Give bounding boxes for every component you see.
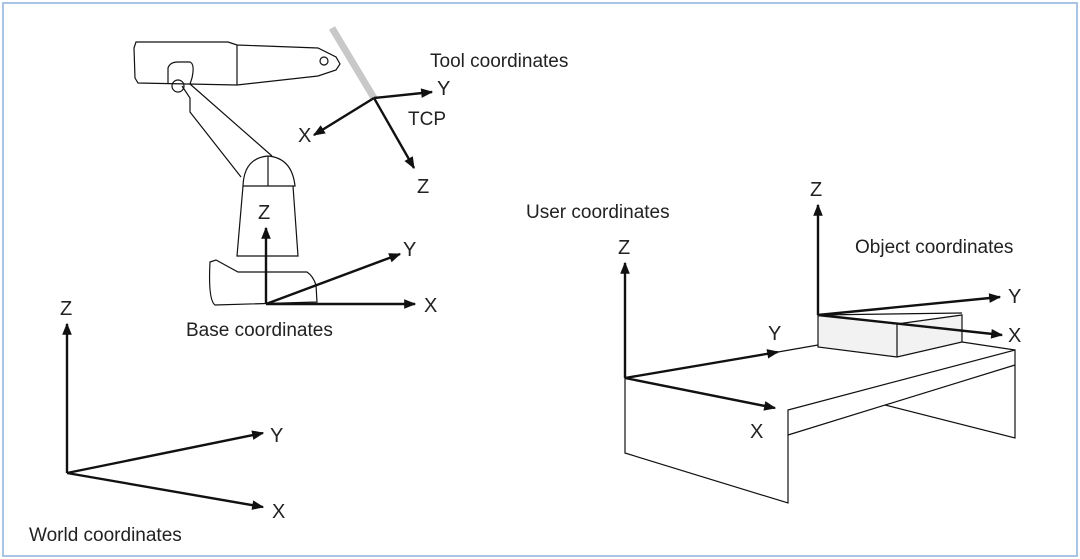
base-y-label: Y	[403, 239, 416, 261]
robot-illustration	[133, 26, 378, 306]
user-y-label: Y	[768, 323, 781, 345]
object-frame: Z Object coordinates Y X	[810, 179, 1021, 347]
object-block	[817, 314, 963, 358]
tool-y-label: Y	[437, 78, 450, 100]
tool-z-label: Z	[417, 176, 429, 198]
tool-frame: Tool coordinates Y TCP X Z	[298, 51, 568, 198]
object-y-label: Y	[1008, 286, 1021, 308]
user-z-label: Z	[618, 237, 630, 259]
user-y-axis	[624, 349, 780, 380]
object-x-label: X	[1008, 325, 1021, 347]
tool-stick	[328, 26, 378, 100]
tcp-label: TCP	[408, 109, 446, 130]
world-x-label: X	[272, 501, 285, 523]
tool-y-axis	[373, 88, 434, 100]
object-y-axis	[817, 293, 1002, 317]
world-frame-label: World coordinates	[29, 525, 182, 546]
base-z-label: Z	[258, 202, 270, 224]
base-x-label: X	[424, 295, 437, 317]
table-illustration	[624, 312, 1016, 504]
user-x-label: X	[750, 421, 763, 443]
object-frame-label: Object coordinates	[855, 237, 1013, 258]
world-x-axis	[66, 471, 265, 510]
tool-z-axis	[372, 97, 416, 170]
user-x-axis	[624, 376, 777, 411]
tool-x-axis	[312, 96, 375, 137]
object-z-label: Z	[810, 179, 822, 201]
user-frame: User coordinates Z Y X	[526, 202, 781, 443]
world-frame: Z Y X World coordinates	[29, 298, 285, 546]
user-frame-label: User coordinates	[526, 202, 670, 223]
world-z-label: Z	[60, 298, 72, 320]
base-y-axis	[265, 252, 402, 306]
tool-x-label: X	[298, 125, 311, 147]
base-frame: Z Y X Base coordinates	[186, 202, 437, 341]
object-x-axis	[817, 313, 1004, 339]
world-y-axis	[66, 430, 265, 475]
world-y-label: Y	[270, 425, 283, 447]
base-frame-label: Base coordinates	[186, 320, 333, 341]
tool-frame-label: Tool coordinates	[430, 51, 568, 72]
